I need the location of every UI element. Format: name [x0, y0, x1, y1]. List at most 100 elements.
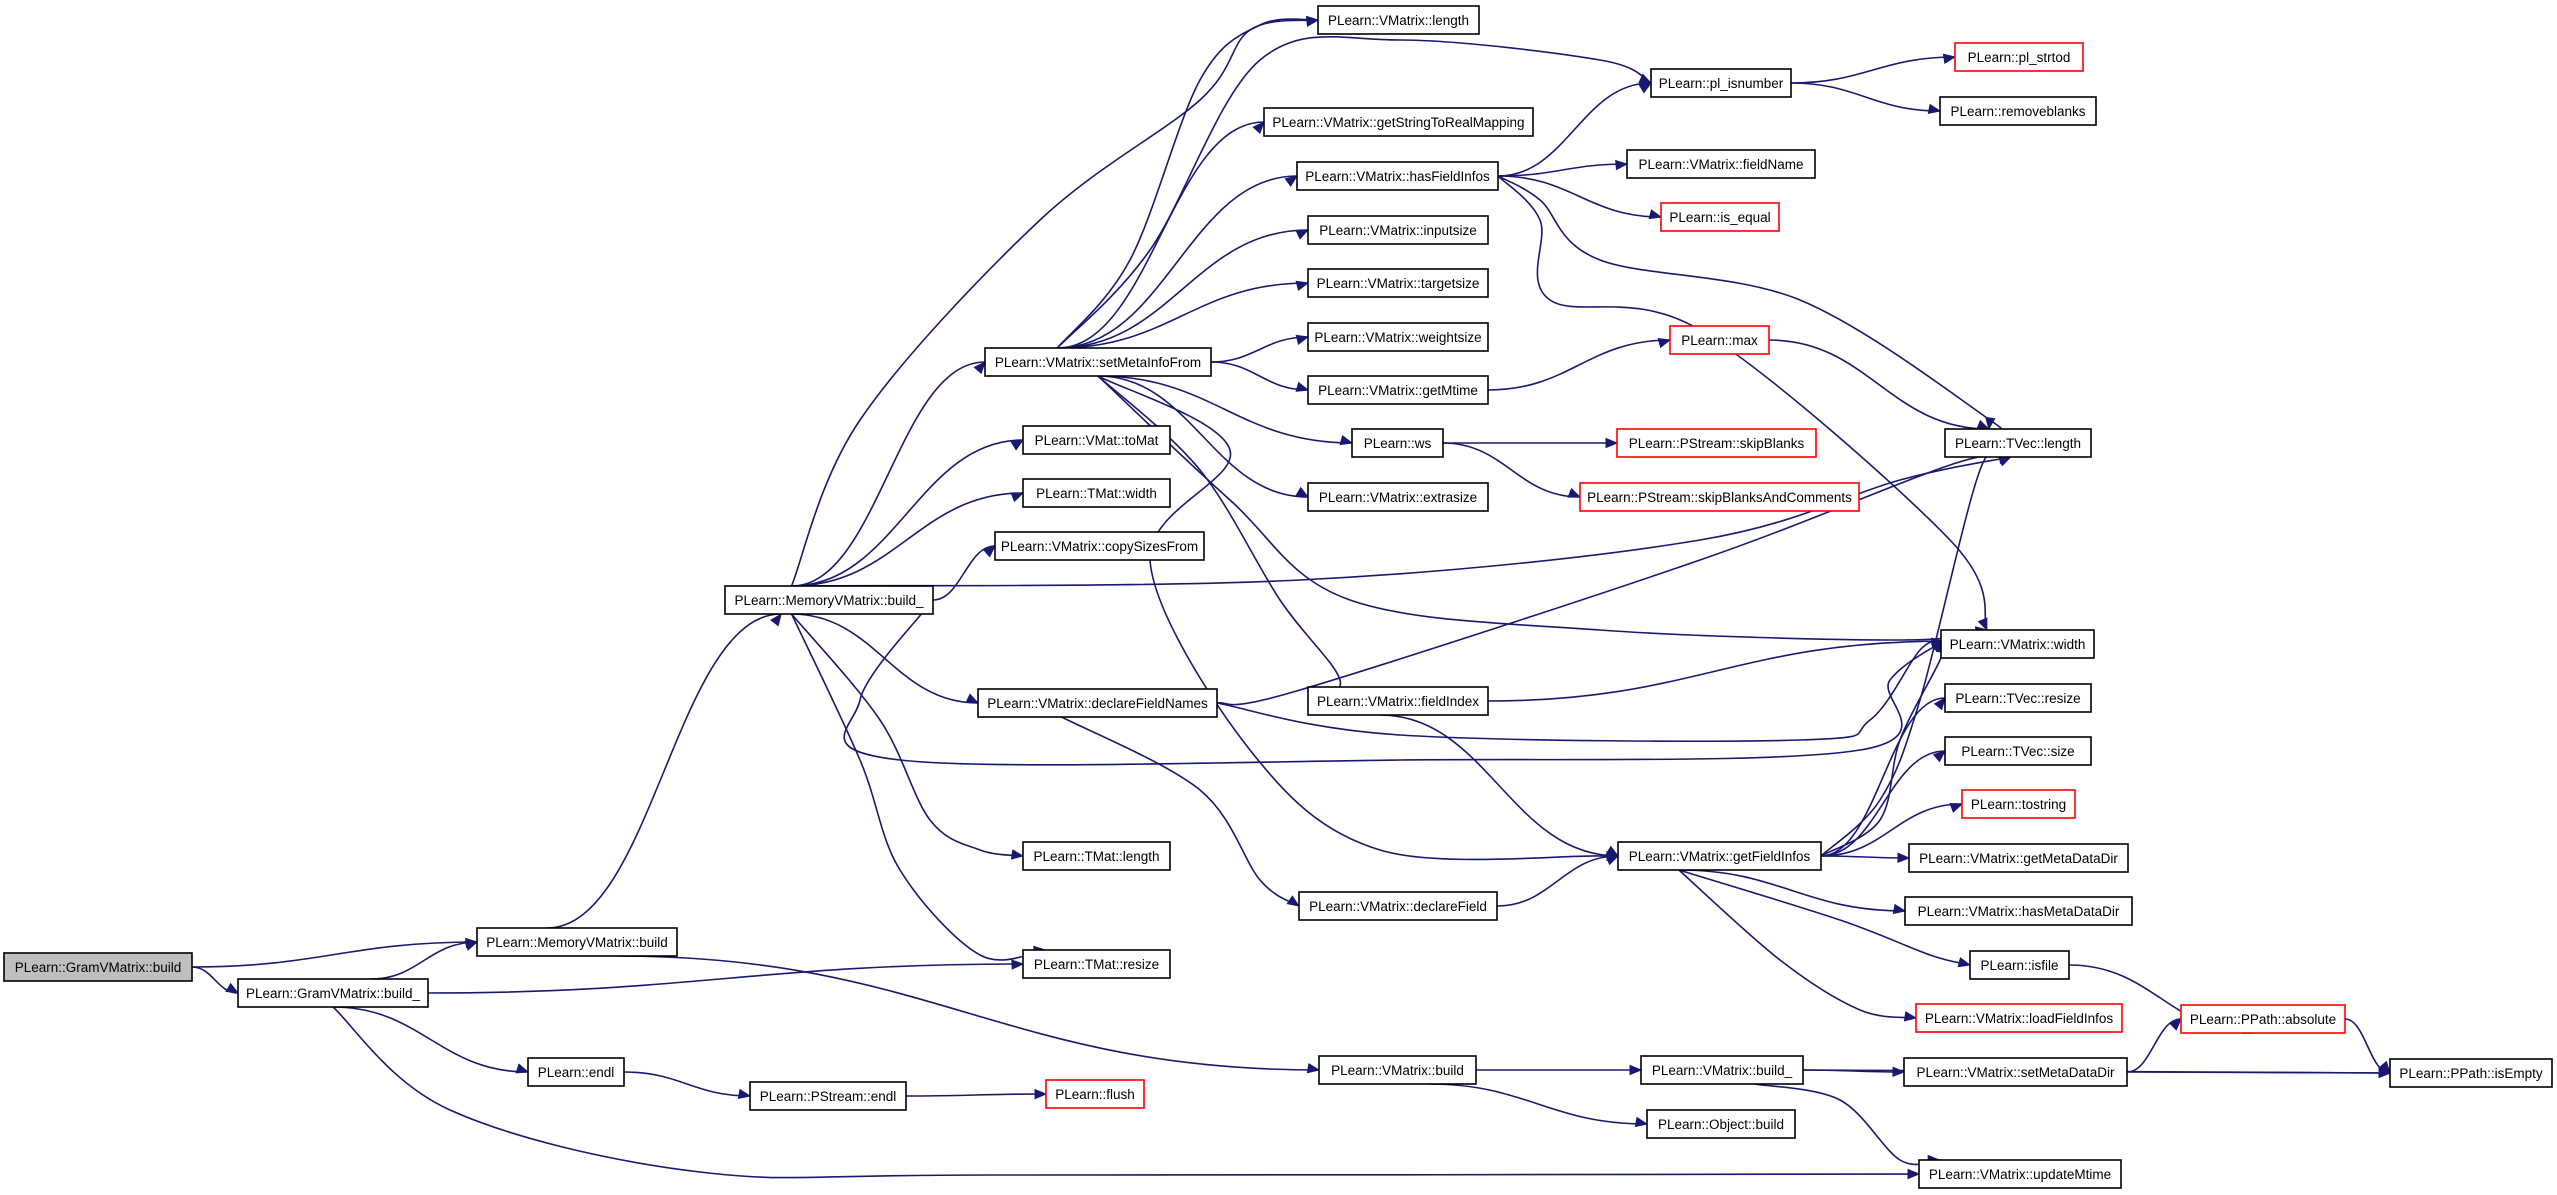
- node-label: PLearn::isfile: [1980, 958, 2058, 973]
- edge-vm-setmeta-to-vm-getmtime: [1210, 361, 1310, 392]
- node-plearn-vmatrix-copysizesfrom[interactable]: PLearn::VMatrix::copySizesFrom: [994, 531, 1205, 561]
- node-plearn-pstream-skipblanksandcomments[interactable]: PLearn::PStream::skipBlanksAndComments: [1579, 482, 1860, 512]
- node-box: [1022, 425, 1171, 455]
- arrowhead: [1638, 82, 1653, 94]
- node-box: [1660, 202, 1780, 232]
- node-plearn-gramvmatrix-build[interactable]: PLearn::GramVMatrix::build_: [237, 978, 429, 1008]
- node-plearn-tvec-size[interactable]: PLearn::TVec::size: [1944, 736, 2092, 766]
- node-plearn-is-equal[interactable]: PLearn::is_equal: [1660, 202, 1780, 232]
- node-plearn-vmatrix-inputsize[interactable]: PLearn::VMatrix::inputsize: [1307, 215, 1489, 245]
- node-box: [1307, 686, 1489, 716]
- node-plearn-flush[interactable]: PLearn::flush: [1045, 1079, 1145, 1109]
- edge-line: [1678, 869, 1971, 966]
- node-label: PLearn::TMat::length: [1033, 849, 1159, 864]
- node-plearn-vmatrix-extrasize[interactable]: PLearn::VMatrix::extrasize: [1307, 482, 1489, 512]
- node-plearn-vmatrix-getfieldinfos[interactable]: PLearn::VMatrix::getFieldInfos: [1617, 841, 1822, 871]
- edge-line: [1097, 375, 1624, 861]
- node-plearn-vmatrix-fieldname[interactable]: PLearn::VMatrix::fieldName: [1626, 149, 1816, 179]
- node-plearn-vmat-tomat[interactable]: PLearn::VMat::toMat: [1022, 425, 1171, 455]
- arrowhead: [464, 940, 479, 951]
- node-label: PLearn::VMatrix::getFieldInfos: [1629, 849, 1811, 864]
- edge-line: [791, 361, 986, 587]
- node-box: [237, 978, 429, 1008]
- node-plearn-pl-isnumber[interactable]: PLearn::pl_isnumber: [1650, 68, 1792, 98]
- node-plearn-tmat-length[interactable]: PLearn::TMat::length: [1022, 841, 1171, 871]
- node-plearn-tvec-resize[interactable]: PLearn::TVec::resize: [1944, 683, 2092, 713]
- node-label: PLearn::ws: [1364, 436, 1432, 451]
- node-plearn-max[interactable]: PLearn::max: [1669, 325, 1770, 355]
- node-plearn-pstream-endl[interactable]: PLearn::PStream::endl: [749, 1081, 907, 1111]
- node-plearn-vmatrix-loadfieldinfos[interactable]: PLearn::VMatrix::loadFieldInfos: [1915, 1003, 2123, 1033]
- node-plearn-vmatrix-getstringtorealmapping[interactable]: PLearn::VMatrix::getStringToRealMapping: [1263, 107, 1534, 137]
- node-plearn-endl[interactable]: PLearn::endl: [527, 1057, 625, 1087]
- node-plearn-removeblanks[interactable]: PLearn::removeblanks: [1939, 96, 2097, 126]
- node-plearn-ppath-isempty[interactable]: PLearn::PPath::isEmpty: [2389, 1058, 2553, 1088]
- node-plearn-tostring[interactable]: PLearn::tostring: [1961, 789, 2076, 819]
- node-label: PLearn::MemoryVMatrix::build: [486, 935, 668, 950]
- node-plearn-vmatrix-getmtime[interactable]: PLearn::VMatrix::getMtime: [1307, 375, 1489, 405]
- node-plearn-ppath-absolute[interactable]: PLearn::PPath::absolute: [2180, 1004, 2346, 1034]
- node-plearn-object-build[interactable]: PLearn::Object::build: [1646, 1109, 1796, 1139]
- node-plearn-vmatrix-width[interactable]: PLearn::VMatrix::width: [1940, 629, 2095, 659]
- edge-line: [1820, 641, 1945, 857]
- edge-line: [1678, 869, 1917, 1019]
- edge-vm-getfieldinfos-to-tostring: [1820, 803, 1964, 857]
- node-box: [1298, 891, 1498, 921]
- node-plearn-vmatrix-weightsize[interactable]: PLearn::VMatrix::weightsize: [1307, 322, 1489, 352]
- node-plearn-vmatrix-build[interactable]: PLearn::VMatrix::build_: [1640, 1055, 1804, 1085]
- node-box: [527, 1057, 625, 1087]
- edge-pl-isnumber-to-removeblanks: [1790, 82, 1942, 115]
- edge-line: [791, 456, 2011, 587]
- edge-vm-build-to-vm-build: [1476, 1064, 1643, 1076]
- node-plearn-vmatrix-hasmetadatadir[interactable]: PLearn::VMatrix::hasMetaDataDir: [1904, 896, 2133, 926]
- edge-gvm-build-to-tmat-resize: [427, 959, 1025, 994]
- node-plearn-ws[interactable]: PLearn::ws: [1351, 428, 1444, 458]
- edge-line: [1061, 716, 1300, 907]
- node-plearn-tmat-width[interactable]: PLearn::TMat::width: [1022, 478, 1171, 508]
- arrowhead: [515, 1063, 530, 1074]
- node-plearn-vmatrix-setmetadatadir[interactable]: PLearn::VMatrix::setMetaDataDir: [1903, 1057, 2128, 1087]
- node-label: PLearn::VMatrix::targetsize: [1317, 276, 1480, 291]
- arrowhead: [2169, 1018, 2182, 1031]
- node-plearn-vmatrix-length[interactable]: PLearn::VMatrix::length: [1317, 5, 1480, 35]
- node-plearn-vmatrix-getmetadatadir[interactable]: PLearn::VMatrix::getMetaDataDir: [1908, 843, 2129, 873]
- edge-vm-setmeta-to-vm-length: [1056, 15, 1320, 349]
- arrowhead: [1010, 492, 1025, 503]
- edge-vm-setmeta-to-vm-weightsize: [1210, 334, 1310, 363]
- node-plearn-vmatrix-setmetainfofrom[interactable]: PLearn::VMatrix::setMetaInfoFrom: [984, 347, 1212, 377]
- arrowhead: [1295, 334, 1310, 345]
- node-plearn-tmat-resize[interactable]: PLearn::TMat::resize: [1022, 949, 1171, 979]
- edge-line: [1487, 640, 1944, 702]
- node-plearn-vmatrix-declarefield[interactable]: PLearn::VMatrix::declareField: [1298, 891, 1498, 921]
- edge-line: [623, 1071, 751, 1097]
- node-label: PLearn::VMatrix::fieldName: [1638, 157, 1803, 172]
- arrowhead: [1284, 175, 1299, 187]
- arrowhead: [1903, 1011, 1918, 1022]
- node-box: [1616, 428, 1817, 458]
- node-plearn-pl-strtod[interactable]: PLearn::pl_strtod: [1954, 42, 2084, 72]
- node-plearn-memoryvmatrix-build[interactable]: PLearn::MemoryVMatrix::build: [476, 927, 678, 957]
- node-plearn-vmatrix-build[interactable]: PLearn::VMatrix::build: [1318, 1055, 1477, 1085]
- edge-ws-to-ps-skipblankscomments: [1442, 442, 1582, 498]
- node-label: PLearn::PPath::absolute: [2190, 1012, 2336, 1027]
- node-plearn-vmatrix-hasfieldinfos[interactable]: PLearn::VMatrix::hasFieldInfos: [1296, 161, 1499, 191]
- node-plearn-memoryvmatrix-build[interactable]: PLearn::MemoryVMatrix::build_: [724, 585, 934, 615]
- edge-line: [427, 963, 1024, 994]
- node-plearn-tvec-length[interactable]: PLearn::TVec::length: [1944, 428, 2092, 458]
- node-plearn-isfile[interactable]: PLearn::isfile: [1969, 950, 2070, 980]
- edge-vm-hasfieldinfos-to-pl-isnumber: [1497, 82, 1653, 177]
- arrowhead: [1977, 617, 1988, 632]
- node-plearn-vmatrix-fieldindex[interactable]: PLearn::VMatrix::fieldIndex: [1307, 686, 1489, 716]
- arrowhead: [225, 982, 240, 994]
- node-label: PLearn::TVec::length: [1955, 436, 2081, 451]
- edge-line: [2126, 1071, 2391, 1074]
- arrowhead: [1605, 437, 1619, 449]
- node-box: [1626, 149, 1816, 179]
- node-label: PLearn::VMatrix::inputsize: [1319, 223, 1477, 238]
- node-label: PLearn::VMatrix::loadFieldInfos: [1925, 1011, 2114, 1026]
- node-plearn-vmatrix-updatemtime[interactable]: PLearn::VMatrix::updateMtime: [1918, 1159, 2122, 1189]
- node-plearn-vmatrix-targetsize[interactable]: PLearn::VMatrix::targetsize: [1307, 268, 1489, 298]
- node-plearn-pstream-skipblanks[interactable]: PLearn::PStream::skipBlanks: [1616, 428, 1817, 458]
- edge-line: [1487, 339, 1671, 391]
- node-plearn-vmatrix-declarefieldnames[interactable]: PLearn::VMatrix::declareFieldNames: [977, 688, 1218, 718]
